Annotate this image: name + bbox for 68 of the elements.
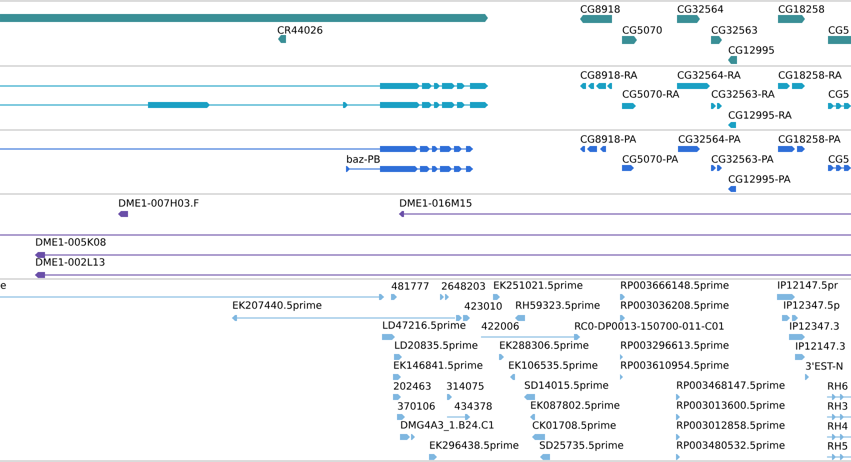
feature-label: CG32564 (678, 5, 724, 13)
feature-label: CG32563-PA (712, 155, 774, 163)
feature-label: CG5 (828, 26, 848, 34)
feature-label: IP12147.3 (796, 342, 845, 350)
feature-label: CG18258-PA (778, 135, 840, 143)
feature-label: RP003012858.5prime (677, 421, 785, 431)
feature-label: 3'EST-N (806, 362, 842, 370)
feature-label: DME1-002L13 (36, 258, 104, 266)
feature-label: EK288306.5prime (500, 341, 588, 351)
feature-label: CG8918-PA (580, 135, 636, 143)
feature-label: SD25735.5prime (540, 441, 624, 451)
feature-label: 481777 (392, 282, 428, 290)
feature-label: DME1-007H03.F (119, 199, 198, 207)
feature-label: RP003296613.5prime (621, 341, 729, 351)
feature-label: 423010 (464, 302, 502, 310)
feature-label: CG32564-PA (678, 135, 740, 143)
feature-label: e (0, 283, 6, 289)
feature-label: LD20835.5prime (395, 341, 478, 351)
feature-label: EK207440.5prime (233, 301, 322, 311)
feature-label: CG32563-RA (712, 90, 775, 98)
feature-label: CG5 (828, 90, 848, 98)
feature-label: CG5070-PA (622, 155, 678, 163)
feature-label: CG18258 (778, 5, 824, 13)
feature-label: CR44026 (278, 26, 322, 34)
feature-label: CG32564-RA (678, 71, 741, 79)
feature-label: LD47216.5prime (383, 321, 466, 331)
feature-label: RP003013600.5prime (677, 401, 785, 411)
feature-label: EK296438.5prime (430, 441, 518, 451)
feature-label: SD14015.5prime (524, 381, 608, 391)
feature-label: 202463 (394, 382, 431, 390)
feature-label: RH6 (828, 382, 848, 390)
feature-label: EK087802.5prime (531, 401, 620, 411)
feature-label: RP003468147.5prime (677, 381, 785, 391)
feature-label: CG8918 (580, 5, 620, 13)
feature-label: CG5070 (622, 26, 662, 34)
feature-label: CG8918-RA (580, 71, 638, 79)
feature-label: 2648203 (442, 282, 485, 290)
feature-label: RP003036208.5prime (621, 301, 729, 311)
feature-label: IP12347.3 (790, 322, 839, 330)
feature-label: RC0-DP0013-150700-011-C01 (575, 322, 724, 330)
feature-label: CK01708.5prime (532, 421, 616, 431)
feature-label: DME1-016M15 (400, 199, 472, 207)
feature-label: CG5 (828, 155, 848, 163)
feature-label: EK251021.5prime (494, 281, 582, 291)
feature-label: 314075 (446, 382, 484, 390)
feature-label: EK106535.5prime (509, 361, 598, 371)
feature-label: RP003610954.5prime (621, 361, 729, 371)
feature-label: RH3 (828, 402, 848, 410)
feature-label: CG5070-RA (622, 90, 680, 98)
feature-label: CG12995 (728, 46, 774, 54)
feature-label: RP003666148.5prime (621, 281, 729, 291)
feature-label: IP12147.5pr (778, 281, 838, 291)
feature-label: RP003480532.5prime (677, 441, 785, 451)
feature-label: RH5 (828, 442, 848, 450)
feature-label: CG32563 (712, 26, 757, 34)
feature-label: CG18258-RA (778, 71, 842, 79)
feature-label: 422006 (482, 322, 519, 330)
feature-label: RH59323.5prime (516, 301, 600, 311)
feature-label: 434378 (454, 402, 492, 410)
feature-label: 370106 (398, 402, 435, 410)
feature-label: DME1-005K08 (36, 238, 106, 246)
feature-label: IP12347.5p (784, 301, 840, 311)
feature-label: CG12995-RA (728, 111, 792, 119)
feature-label: RH4 (828, 422, 848, 430)
feature-label: baz-PB (347, 155, 380, 163)
feature-label: DMG4A3_1.B24.C1 (401, 421, 494, 431)
feature-label: CG12995-PA (728, 175, 790, 183)
feature-label: EK146841.5prime (394, 361, 482, 371)
